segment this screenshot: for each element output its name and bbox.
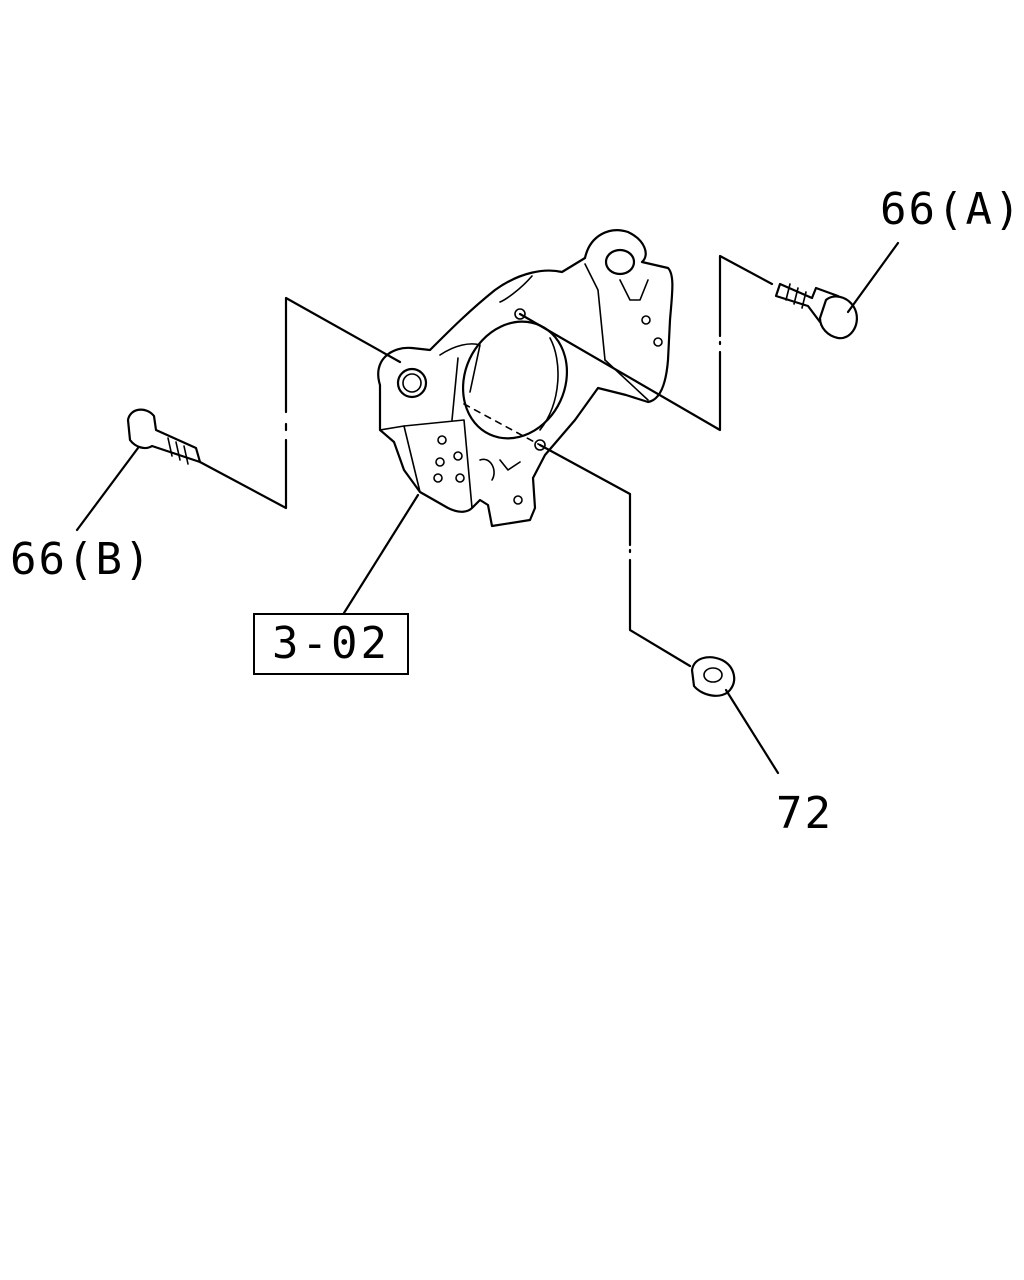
callout-66a: 66(A) <box>880 184 1023 235</box>
leader-lines <box>75 241 900 775</box>
callout-3-02-boxed: 3-02 <box>253 613 409 675</box>
callout-66b: 66(B) <box>10 534 153 585</box>
bolt-66b <box>126 408 202 465</box>
callout-72: 72 <box>776 788 833 839</box>
bracket-part <box>377 229 674 528</box>
nut-72 <box>690 656 736 697</box>
bolt-66a <box>774 282 858 340</box>
